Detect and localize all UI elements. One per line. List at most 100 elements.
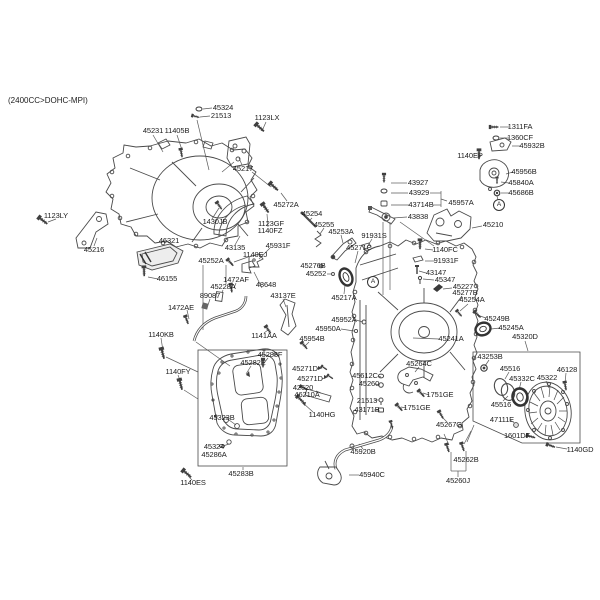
part-label-45262B: 45262B xyxy=(453,455,479,464)
bolt-43927-icon xyxy=(381,172,387,184)
plug-45950A-drawing xyxy=(353,328,359,334)
part-label-45516: 45516 xyxy=(499,364,521,373)
part-label-21513-2: 21513 xyxy=(356,396,378,405)
part-label-42620: 42620 xyxy=(292,383,314,392)
part-label-1472AE: 1472AE xyxy=(167,303,195,312)
part-label-45840A: 45840A xyxy=(508,178,534,187)
oil-seal-45332C-drawing xyxy=(511,387,529,407)
part-label-45241A: 45241A xyxy=(438,334,464,343)
bolt-46128-icon xyxy=(561,379,569,392)
part-label-45264C: 45264C xyxy=(406,359,432,368)
bolt-1140FC-icon xyxy=(416,237,424,251)
part-label-43714B: 43714B xyxy=(408,200,434,209)
stud-11405B-icon xyxy=(177,146,185,159)
fasteners xyxy=(35,106,569,481)
plug-45952A-drawing xyxy=(361,319,367,325)
part-label-1140ES: 1140ES xyxy=(180,478,206,487)
pin-45347-drawing xyxy=(417,275,423,284)
bolt-1123GF-icon xyxy=(258,200,272,215)
valve-45612C-drawing xyxy=(377,373,385,379)
part-label-45260: 45260 xyxy=(358,379,380,388)
stud-43147-drawing xyxy=(415,265,419,274)
part-label-47111E: 47111E xyxy=(489,415,515,424)
clamp-89087-drawing xyxy=(201,302,209,310)
bolt-1140FY-icon xyxy=(175,376,186,392)
part-label-45249B: 45249B xyxy=(484,314,510,323)
lever-45253A-drawing xyxy=(330,237,357,261)
filler-tube-45920B-drawing xyxy=(333,425,394,470)
bolt-1311FA-icon xyxy=(488,124,500,130)
part-label-45228A: 45228A xyxy=(210,282,236,291)
bracket-45264C-drawing xyxy=(397,366,434,394)
cover-bolt-holes xyxy=(526,382,569,440)
clip-91931F-drawing xyxy=(412,255,424,263)
part-label-89087: 89087 xyxy=(199,291,221,300)
part-label-43929: 43929 xyxy=(408,188,430,197)
part-label-46210A: 46210A xyxy=(294,390,320,399)
gasket-45286A-drawing xyxy=(219,443,225,449)
ring-45260-drawing xyxy=(378,382,384,388)
part-label-45227: 45227 xyxy=(452,282,474,291)
spring-45255-drawing xyxy=(314,230,322,248)
case-cover-45322-drawing xyxy=(524,381,572,441)
part-label-1751GE-2: 1751GE xyxy=(403,403,431,412)
part-label-1360CF: 1360CF xyxy=(506,133,534,142)
part-label-45210: 45210 xyxy=(482,220,504,229)
part-label-1601DF: 1601DF xyxy=(503,431,531,440)
part-label-45950A: 45950A xyxy=(315,324,341,333)
part-label-45940C: 45940C xyxy=(359,470,385,479)
part-label-1472AF: 1472AF xyxy=(223,275,249,284)
oil-pan-45283B-drawing xyxy=(210,348,283,449)
part-label-45267G: 45267G xyxy=(435,420,463,429)
clip-91931S-drawing xyxy=(361,242,372,250)
cover-fins xyxy=(528,385,567,437)
nut-43253B-drawing xyxy=(480,364,488,372)
nut-45686B-icon xyxy=(493,189,501,197)
part-label-46128: 46128 xyxy=(556,365,578,374)
part-label-45272A: 45272A xyxy=(273,200,299,209)
part-label-45253A: 45253A xyxy=(328,227,354,236)
bolt-1140KB-icon xyxy=(157,345,168,361)
part-label-1430JB: 1430JB xyxy=(202,217,228,226)
part-label-45271D-2: 45271D xyxy=(297,374,323,383)
washer-45324-icon xyxy=(195,106,203,112)
callout-a-case: A xyxy=(367,276,379,288)
part-label-48648: 48648 xyxy=(255,280,277,289)
mount-bracket-45210-drawing xyxy=(426,208,472,242)
bracket-45216-drawing xyxy=(75,211,109,249)
part-label-1140FC: 1140FC xyxy=(432,245,458,254)
sensor-column-drawing xyxy=(377,373,385,413)
part-label-45216: 45216 xyxy=(83,245,105,254)
part-label-91931F: 91931F xyxy=(433,256,459,265)
cap-43171B-drawing xyxy=(378,407,384,413)
bracket-45940C-drawing xyxy=(317,460,342,486)
part-label-45260J: 45260J xyxy=(445,476,471,485)
converter-shield-43135-drawing xyxy=(213,195,255,237)
bolt-21513-icon xyxy=(190,112,201,120)
oil-pipe-45252A-drawing xyxy=(192,291,248,342)
bolt-45254A-icon xyxy=(454,308,464,319)
variant-header: (2400CC>DOHC-MPI) xyxy=(8,96,88,105)
part-label-1140EP: 1140EP xyxy=(457,151,483,160)
bolt-45272A-icon xyxy=(266,179,281,194)
bolt-45267G-icon xyxy=(435,408,446,421)
part-label-1140KB: 1140KB xyxy=(148,330,174,339)
plug-45324-drawing xyxy=(226,439,232,445)
bolt-45271D-icon xyxy=(319,363,329,372)
bracket-48648-drawing xyxy=(241,260,256,274)
clip-45323B-drawing xyxy=(234,423,240,429)
bolt-45262B-icon xyxy=(443,441,452,454)
washer-1360CF-icon xyxy=(492,135,500,141)
part-label-11405B: 11405B xyxy=(164,126,190,135)
part-label-1140FZ: 1140FZ xyxy=(257,226,283,235)
part-label-45255: 45255 xyxy=(313,220,335,229)
part-label-1123LY: 1123LY xyxy=(43,211,69,220)
plate-43137E-drawing xyxy=(279,298,297,336)
part-label-45324: 45324 xyxy=(212,103,234,112)
callout-a-top: A xyxy=(493,199,505,211)
part-label-21513: 21513 xyxy=(210,111,232,120)
part-label-45952A: 45952A xyxy=(331,315,357,324)
bracket-45932B-drawing xyxy=(489,137,512,152)
part-label-45347: 45347 xyxy=(434,275,456,284)
